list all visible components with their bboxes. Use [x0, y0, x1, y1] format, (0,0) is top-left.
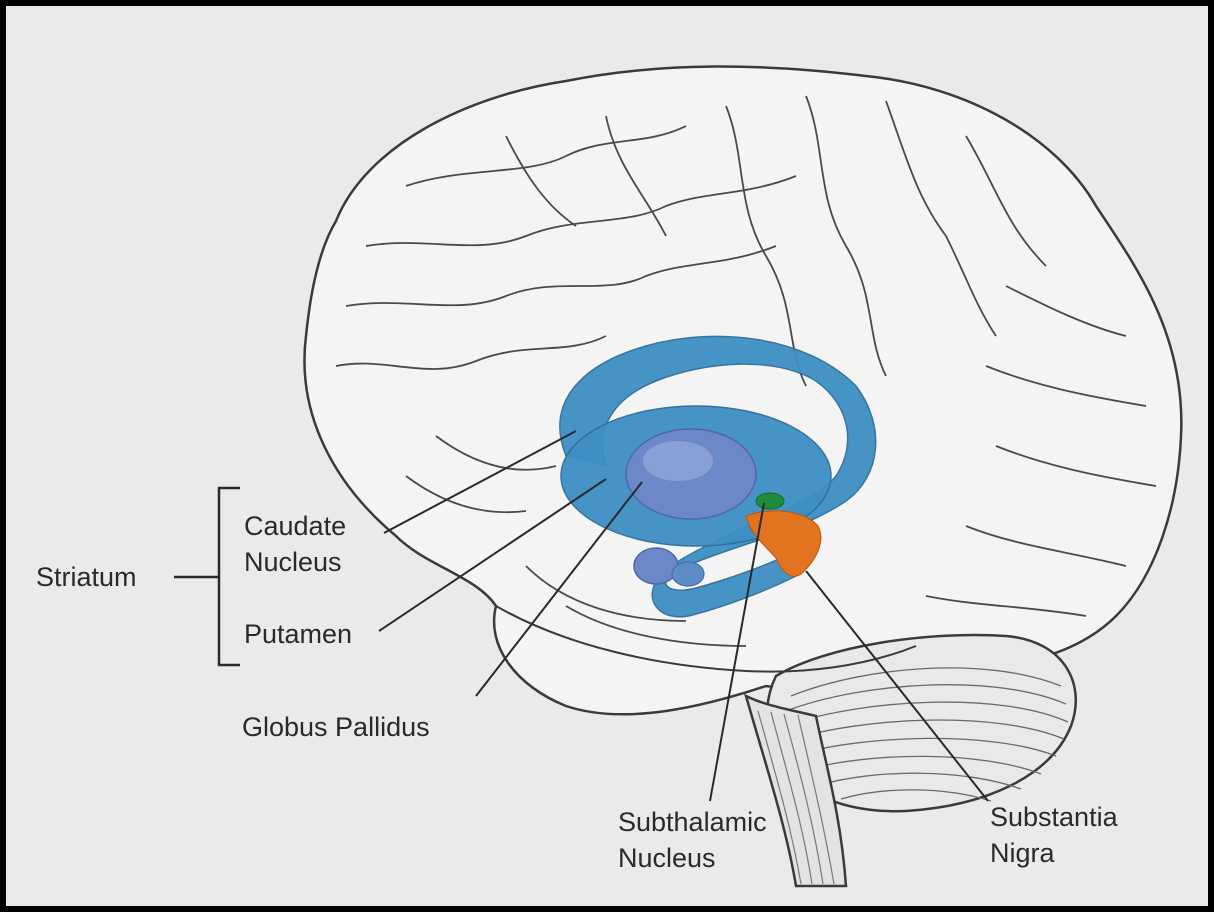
- brain-diagram: [6, 6, 1208, 906]
- label-subthalamic-nucleus: Subthalamic Nucleus: [618, 804, 767, 876]
- label-substantia-line1: Substantia: [990, 799, 1118, 835]
- label-caudate-nucleus: Caudate Nucleus: [244, 508, 346, 580]
- amygdala: [634, 548, 678, 584]
- subthalamic-nucleus: [756, 493, 784, 509]
- diagram-frame: Striatum Caudate Nucleus Putamen Globus …: [6, 6, 1208, 906]
- label-substantia-line2: Nigra: [990, 835, 1118, 871]
- globus-pallidus-highlight: [643, 441, 713, 481]
- label-caudate-line2: Nucleus: [244, 544, 346, 580]
- striatum-bracket: [174, 488, 240, 665]
- label-globus-pallidus: Globus Pallidus: [242, 709, 430, 745]
- label-putamen: Putamen: [244, 616, 352, 652]
- caudate-tail-end: [672, 562, 704, 586]
- label-subthalamic-line2: Nucleus: [618, 840, 767, 876]
- label-striatum: Striatum: [36, 559, 137, 595]
- label-subthalamic-line1: Subthalamic: [618, 804, 767, 840]
- label-caudate-line1: Caudate: [244, 508, 346, 544]
- label-substantia-nigra: Substantia Nigra: [990, 799, 1118, 871]
